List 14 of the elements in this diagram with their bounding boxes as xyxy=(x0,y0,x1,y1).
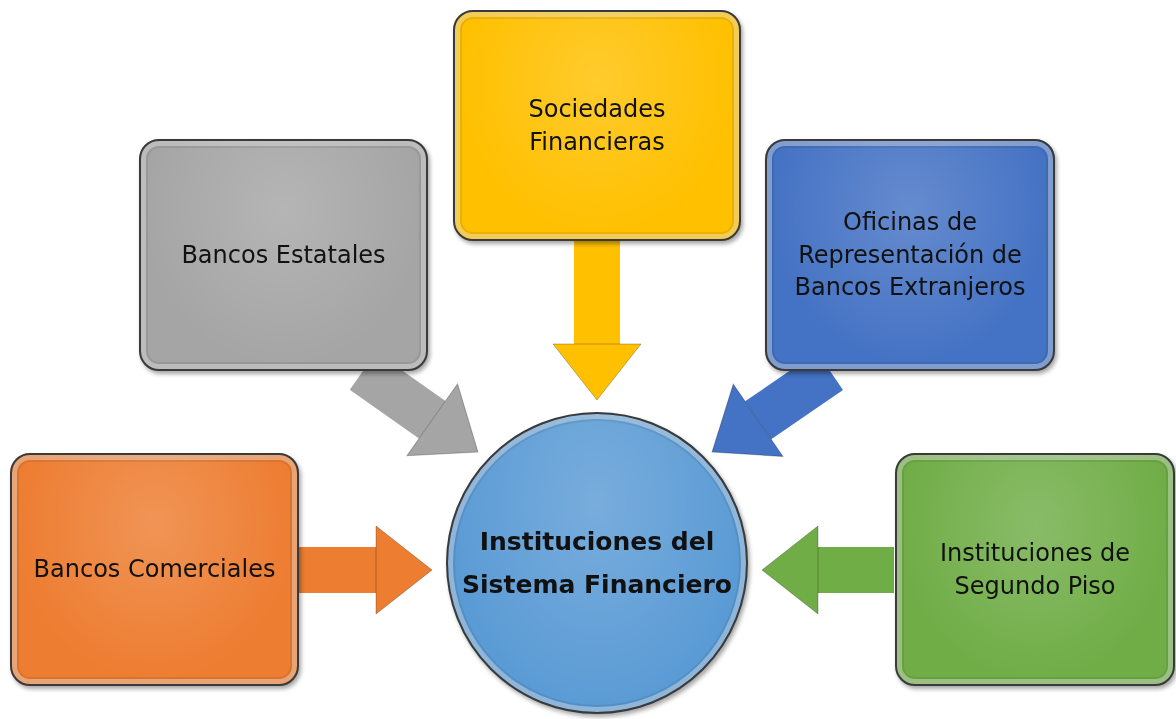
box-label: Sociedades Financieras xyxy=(527,94,667,158)
box-label: Bancos Estatales xyxy=(181,239,386,271)
category-box xyxy=(10,453,299,686)
category-box xyxy=(765,139,1055,371)
circle-label: Instituciones del xyxy=(479,525,715,557)
circle-label: Sistema Financiero xyxy=(462,569,732,601)
box-label: Oficinas de Representación de Bancos Extranjeros xyxy=(793,207,1027,304)
category-box xyxy=(895,453,1175,686)
category-box xyxy=(453,10,741,241)
box-label: Bancos Comerciales xyxy=(33,554,276,586)
block-arrow xyxy=(299,525,433,615)
box-label: Instituciones de Segundo Piso xyxy=(938,538,1132,602)
category-box xyxy=(139,139,428,371)
block-arrow xyxy=(552,241,642,401)
